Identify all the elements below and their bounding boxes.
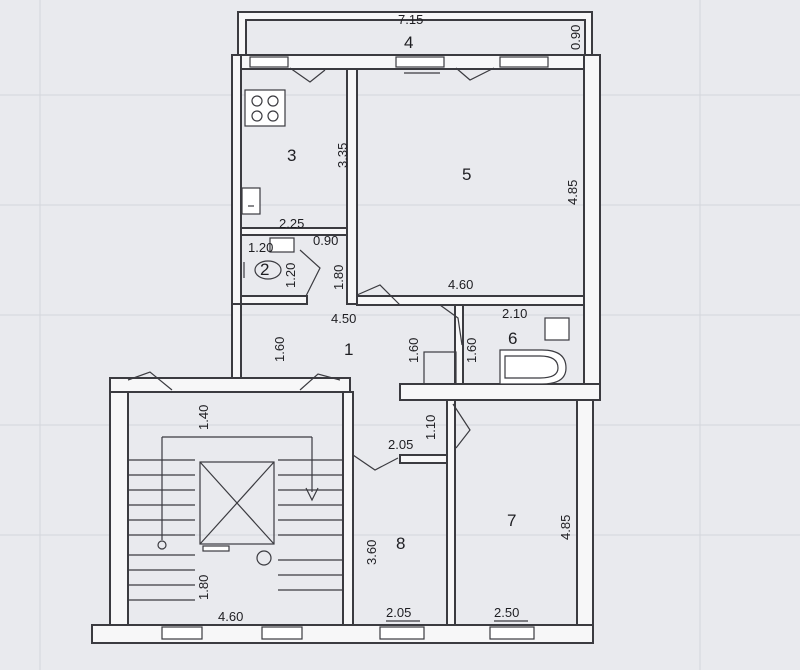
dim-room8-height: 3.60 bbox=[364, 540, 379, 565]
dim-bath-height: 1.60 bbox=[464, 338, 479, 363]
room-numbers: 1 2 3 4 5 6 7 8 bbox=[260, 33, 517, 553]
stove-icon bbox=[244, 89, 286, 127]
room-number-1: 1 bbox=[344, 340, 353, 359]
dim-hall-left-height: 1.60 bbox=[272, 337, 287, 362]
dim-kitchen-width: 2.25 bbox=[279, 216, 304, 231]
dim-room5-height: 4.85 bbox=[565, 180, 580, 205]
windows bbox=[161, 56, 549, 640]
dim-hall-width: 4.50 bbox=[331, 311, 356, 326]
dim-room7-width: 2.50 bbox=[494, 605, 519, 620]
dim-balcony-depth: 0.90 bbox=[568, 25, 583, 50]
stairwell bbox=[128, 436, 343, 601]
room-number-8: 8 bbox=[396, 534, 405, 553]
dim-stair-top: 1.40 bbox=[196, 405, 211, 430]
fixtures bbox=[241, 89, 570, 385]
room-number-5: 5 bbox=[462, 165, 471, 184]
dim-wc-height: 1.20 bbox=[283, 263, 298, 288]
dim-room7-height: 4.85 bbox=[558, 515, 573, 540]
wc-sink-icon bbox=[269, 237, 295, 253]
room-number-2: 2 bbox=[260, 260, 269, 279]
dim-stair-bottom-height: 1.80 bbox=[196, 575, 211, 600]
door-swings bbox=[127, 67, 495, 471]
dim-kitchen-height: 3.35 bbox=[335, 143, 350, 168]
dim-corridor-width: 2.05 bbox=[388, 437, 413, 452]
toilet-icon bbox=[254, 260, 282, 280]
dimension-labels: 7.15 0.90 3.35 2.25 1.20 1.20 0.90 1.80 … bbox=[196, 12, 583, 624]
room-number-4: 4 bbox=[404, 33, 413, 52]
dim-bath-width: 2.10 bbox=[502, 306, 527, 321]
bathtub-icon bbox=[499, 349, 567, 385]
dim-closet-width: 0.90 bbox=[313, 233, 338, 248]
dim-room5-width: 4.60 bbox=[448, 277, 473, 292]
bath-sink-icon bbox=[544, 317, 570, 341]
dim-hall-mid-height: 1.60 bbox=[406, 338, 421, 363]
dim-stair-bottom-width: 4.60 bbox=[218, 609, 243, 624]
room-number-6: 6 bbox=[508, 329, 517, 348]
dim-corridor-height: 1.10 bbox=[423, 415, 438, 440]
room-number-3: 3 bbox=[287, 146, 296, 165]
kitchen-sink-icon bbox=[241, 187, 261, 215]
dim-room8-width: 2.05 bbox=[386, 605, 411, 620]
dim-balcony-width: 7.15 bbox=[398, 12, 423, 27]
dim-wc-width: 1.20 bbox=[248, 240, 273, 255]
walls bbox=[91, 11, 601, 644]
room-number-7: 7 bbox=[507, 511, 516, 530]
dim-closet-height: 1.80 bbox=[331, 265, 346, 290]
